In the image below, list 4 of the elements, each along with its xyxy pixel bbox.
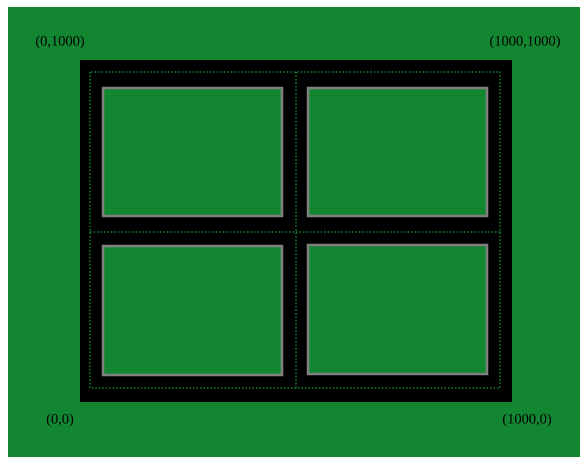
panel-box [102, 86, 284, 218]
panel-box [306, 86, 488, 218]
panel-box [102, 244, 284, 376]
panel-box [306, 244, 488, 376]
